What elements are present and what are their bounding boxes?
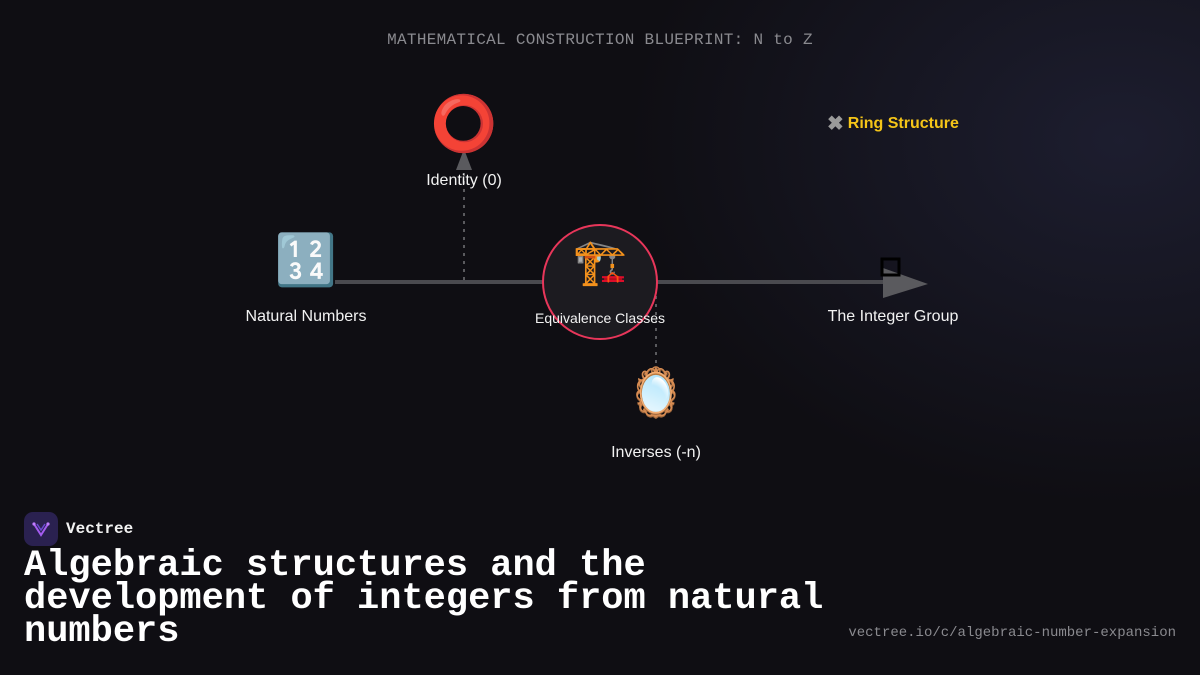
article-title: Algebraic structures and the development… [24, 545, 824, 653]
equivalence-node-circle[interactable] [542, 224, 658, 340]
ring-structure-note: ✖ Ring Structure [827, 114, 959, 134]
equivalence-classes-label: Equivalence Classes [535, 310, 665, 326]
page-title: MATHEMATICAL CONSTRUCTION BLUEPRINT: N t… [387, 31, 813, 49]
vectree-logo-icon [24, 512, 58, 546]
brand-name: Vectree [66, 520, 134, 538]
arrow-head-identity [456, 149, 472, 170]
identity-label: Identity (0) [426, 172, 502, 189]
multiply-icon: ✖ [827, 113, 844, 135]
article-url[interactable]: vectree.io/c/algebraic-number-expansion [848, 625, 1176, 641]
square-icon [880, 257, 901, 277]
ring-structure-label: Ring Structure [847, 115, 959, 132]
inverses-label: Inverses (-n) [611, 444, 701, 461]
circle-icon: ⭕ [430, 94, 498, 154]
arrow-head-integer [883, 268, 928, 298]
brand[interactable]: Vectree [24, 512, 133, 546]
natural-numbers-label: Natural Numbers [245, 308, 367, 325]
input-numbers-icon: 🔢 [274, 232, 338, 288]
crane-icon: 🏗️ [572, 238, 628, 287]
integer-group-label: The Integer Group [827, 308, 959, 325]
mirror-icon: 🪞 [626, 367, 686, 420]
